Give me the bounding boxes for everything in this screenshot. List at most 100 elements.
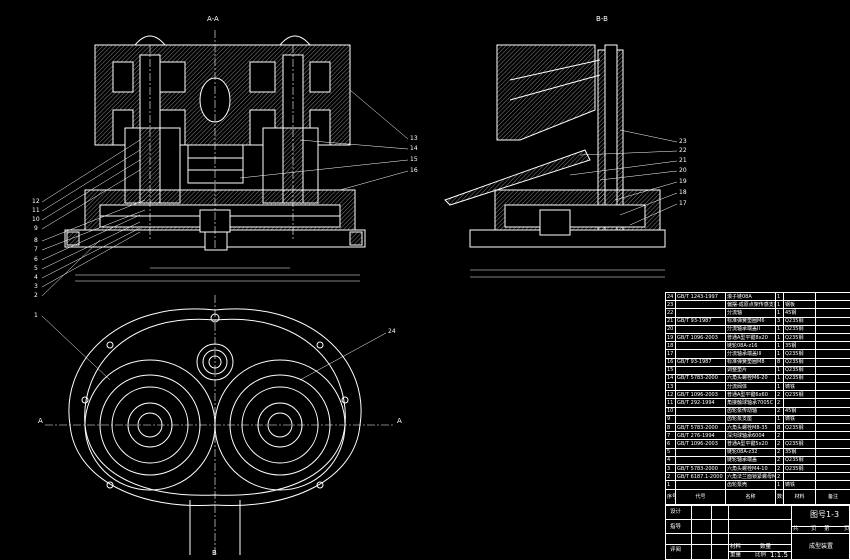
bom-cell-name: 滚子链08A	[725, 291, 776, 302]
bom-cell-material: Q235钢	[783, 439, 816, 449]
bom-cell-no: 9	[665, 414, 676, 425]
bom-cell-remark	[815, 472, 850, 482]
bom-header-material: 材料	[783, 488, 816, 505]
bom-cell-no: 16	[665, 357, 676, 367]
bom-cell-name: 六角法兰面锁紧螺母M20	[725, 472, 776, 482]
bom-cell-remark	[815, 382, 850, 392]
material-label: 材料	[730, 544, 742, 550]
balloon: 23	[679, 138, 687, 145]
bom-cell-code: GB/T 6187.1-2000	[675, 472, 726, 482]
balloon: 16	[410, 167, 418, 174]
bom-cell-code	[675, 308, 726, 318]
bom-cell-qty: 1	[775, 349, 784, 359]
bom-cell-qty: 8	[775, 422, 784, 433]
bom-header-no: 序号	[665, 488, 676, 505]
balloon: 12	[32, 198, 40, 205]
scale-label: 比例	[755, 552, 767, 558]
bom-cell-remark	[815, 308, 850, 318]
bom-cell-remark	[815, 341, 850, 351]
bom-cell-qty: 1	[775, 480, 784, 490]
bom-header-row: 序号代号名称数量材料备注	[665, 488, 850, 505]
bom-cell-remark	[815, 316, 850, 326]
bom-cell-remark	[815, 455, 850, 465]
bom-cell-material: 45钢	[783, 406, 816, 416]
bom-cell-code: GB/T 5783-2000	[675, 463, 726, 474]
bom-cell-code	[675, 480, 726, 490]
bom-cell-no: 13	[665, 382, 676, 392]
bom-cell-material: Q235钢	[783, 463, 816, 474]
bom-cell-code	[675, 455, 726, 465]
bom-cell-material: Q235钢	[783, 365, 816, 375]
bom-cell-name: 普通A型平键8x20	[725, 332, 776, 343]
bom-cell-code	[675, 406, 726, 416]
guide-label: 指导	[670, 524, 682, 530]
title-block: 设计 指导 评阅 图号1-3 共 页 第 页 成型装置 材料 数量 重量 比例 …	[665, 505, 850, 560]
bom-cell-code	[675, 300, 726, 310]
bom-cell-qty: 1	[775, 332, 784, 343]
bom-cell-material: Q235钢	[783, 349, 816, 359]
bom-cell-remark	[815, 463, 850, 474]
bom-cell-qty: 1	[775, 291, 784, 302]
bom-cell-material: 铸铁	[783, 480, 816, 490]
bom-cell-name: 普通A型平键5x20	[725, 439, 776, 449]
weight-label: 重量	[730, 552, 742, 558]
bom-cell-qty: 8	[775, 357, 784, 367]
bom-cell-qty: 2	[775, 398, 784, 408]
balloon: 18	[679, 189, 687, 196]
bom-cell-code: GB/T 93-1987	[675, 316, 726, 326]
section-bb-view	[444, 44, 666, 278]
bom-cell-qty: 2	[775, 472, 784, 482]
balloon: 19	[679, 178, 687, 185]
bom-cell-no: 24	[665, 291, 676, 302]
bom-cell-material	[783, 431, 816, 441]
bom-cell-code	[675, 349, 726, 359]
bom-cell-qty: 1	[775, 308, 784, 318]
assembly-title: 成型装置	[809, 543, 834, 550]
bom-cell-material: 35钢	[783, 447, 816, 457]
section-aa-title: A-A	[207, 15, 219, 23]
bom-cell-qty: 1	[775, 300, 784, 310]
bom-cell-name: 六角头螺栓M8-35	[725, 422, 776, 433]
bom-cell-code: GB/T 5783-2000	[675, 373, 726, 384]
bom-cell-no: 11	[665, 398, 676, 408]
bom-cell-name: 分流轴承端盖III	[725, 349, 776, 359]
balloon: 17	[679, 200, 687, 207]
bom-cell-name: 分流阀体	[725, 382, 776, 392]
bom-cell-remark	[815, 414, 850, 425]
balloon: 21	[679, 157, 687, 164]
bom-cell-material	[783, 291, 816, 302]
bom-header-name: 名称	[725, 488, 776, 505]
bom-cell-qty: 1	[775, 373, 784, 384]
bom-cell-qty: 2	[775, 390, 784, 400]
balloon: 10	[32, 216, 40, 223]
bom-cell-code	[675, 414, 726, 425]
bom-cell-material: Q235钢	[783, 373, 816, 384]
balloon: 1	[34, 312, 38, 319]
bom-cell-remark	[815, 480, 850, 490]
design-label: 设计	[670, 509, 682, 515]
bom-cell-material: Q235钢	[783, 324, 816, 334]
bom-cell-material: 35钢	[783, 341, 816, 351]
bom-cell-name: 齿轮泵传动轴	[725, 406, 776, 416]
bom-cell-name: 标准弹簧垫圈M8	[725, 357, 776, 367]
bom-cell-name: 普通A型平键6x60	[725, 390, 776, 400]
bom-cell-material: Q235钢	[783, 422, 816, 433]
balloon: 7	[34, 246, 38, 253]
balloon: 15	[410, 156, 418, 163]
scale-value: 1:1.5	[770, 551, 788, 559]
balloon: 11	[32, 207, 40, 214]
bom-cell-name: 六角头螺栓M6-20	[725, 373, 776, 384]
bom-cell-remark	[815, 398, 850, 408]
bom-cell-code: GB/T 1096-2003	[675, 332, 726, 343]
bom-cell-remark	[815, 349, 850, 359]
bom-cell-name: 齿轮泵支座	[725, 414, 776, 425]
